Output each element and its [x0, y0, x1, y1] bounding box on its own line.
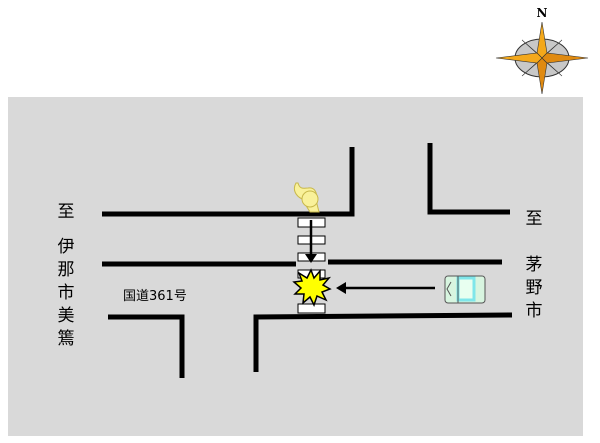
pedestrian-arrow [305, 220, 317, 263]
compass-rose: N [495, 6, 589, 95]
east-to-label: 至 [526, 209, 543, 229]
west-dest-char: 篶 [58, 329, 75, 349]
east-dest-char: 市 [526, 301, 543, 321]
east-destination-label: 茅 野 市 [526, 255, 543, 321]
collision-explosion-icon [292, 268, 332, 307]
west-to-label: 至 [58, 202, 75, 222]
road-name-label: 国道361号 [123, 289, 187, 304]
car-icon [444, 275, 486, 304]
west-destination-label: 伊 那 市 美 篶 [58, 237, 75, 349]
west-dest-char: 那 [58, 260, 75, 280]
pedestrian-icon [293, 182, 320, 213]
west-dest-char: 市 [58, 283, 75, 303]
east-dest-char: 茅 [526, 255, 543, 275]
north-label: N [537, 6, 548, 20]
west-dest-char: 伊 [58, 237, 75, 257]
west-dest-char: 美 [58, 306, 75, 326]
east-dest-char: 野 [526, 278, 543, 298]
road-edges [102, 143, 513, 378]
car-arrow [336, 282, 435, 294]
